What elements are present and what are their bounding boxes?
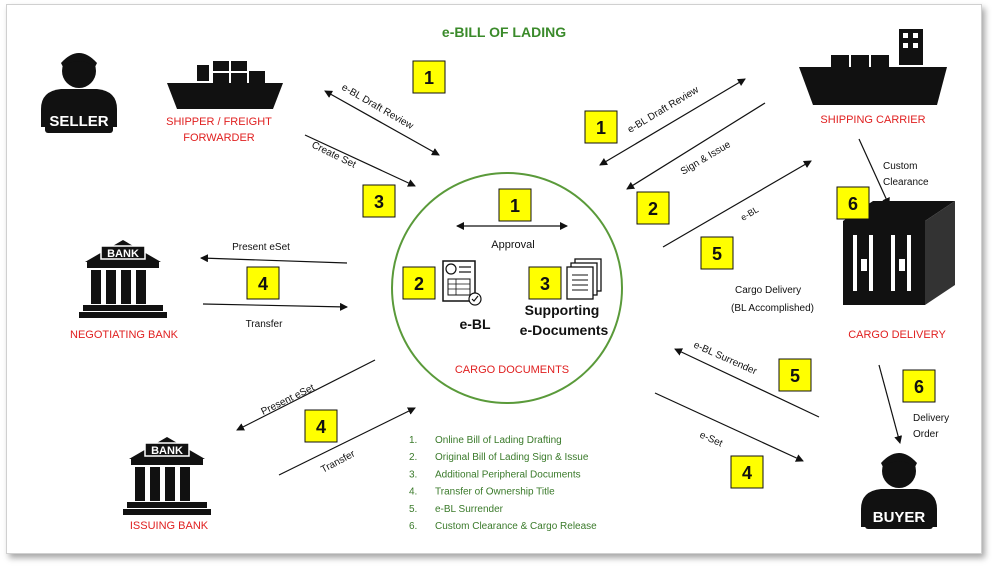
documents-stack-icon xyxy=(566,258,602,300)
approval-label: Approval xyxy=(491,239,534,251)
ebl-label: e-BL xyxy=(459,316,491,332)
step-badges: 1 3 1 2 3 1 2 5 6 4 4 5 4 6 xyxy=(246,60,936,489)
step-badge-b2-right: 2 xyxy=(636,191,670,225)
seller-label: SELLER xyxy=(49,113,108,130)
negotiating-bank-label: NEGOTIATING BANK xyxy=(70,329,179,341)
step-badge-number: 2 xyxy=(648,199,658,219)
legend-item-number: 2. xyxy=(409,452,417,463)
step-badge-b1-right: 1 xyxy=(584,110,618,144)
arrow-custom-clearance xyxy=(858,138,890,206)
flow-sign-issue: Sign & Issue xyxy=(679,139,733,178)
step-badge-number: 1 xyxy=(510,196,520,216)
step-badge-b6-delivery: 6 xyxy=(902,369,936,403)
step-badge-number: 6 xyxy=(914,377,924,397)
arrow-sign-issue xyxy=(626,102,766,190)
arrow-create-set xyxy=(304,134,416,187)
diagram-title: e-BILL OF LADING xyxy=(442,24,566,40)
legend-item-text: Transfer of Ownership Title xyxy=(435,487,555,498)
issuing-bank-sign: BANK xyxy=(151,445,183,457)
flow-transfer-neg: Transfer xyxy=(246,319,284,330)
flow-present-eset-neg: Present eSet xyxy=(232,242,290,253)
container-icon xyxy=(843,201,955,305)
arrow-draft-review-left xyxy=(324,90,440,156)
step-badge-number: 5 xyxy=(712,244,722,264)
buyer-label: BUYER xyxy=(873,509,926,526)
step-badge-number: 1 xyxy=(596,118,606,138)
arrow-eset xyxy=(654,392,804,462)
supporting-label-line1: Supporting xyxy=(525,302,600,318)
step-badge-b6-custom: 6 xyxy=(836,186,870,220)
arrow-present-eset-iss xyxy=(236,359,376,431)
arrow-transfer-neg xyxy=(202,302,348,311)
ebl-diagram: e-BILL OF LADING SELLER SHIPPER / FREIGH… xyxy=(41,24,955,532)
seller-label-box xyxy=(45,109,113,133)
step-badge-b3-center: 3 xyxy=(528,266,562,300)
document-icon xyxy=(442,260,482,306)
legend-item-number: 3. xyxy=(409,469,417,480)
step-badge-number: 3 xyxy=(540,274,550,294)
step-badge-b3-left: 3 xyxy=(362,184,396,218)
flow-delivery-order-2: Order xyxy=(913,429,939,440)
shipping-carrier-ship-icon xyxy=(799,29,947,105)
cargo-ship-icon xyxy=(167,61,283,109)
carrier-label: SHIPPING CARRIER xyxy=(820,114,925,126)
flow-cargo-delivery-1: Cargo Delivery xyxy=(735,285,801,296)
step-badge-number: 4 xyxy=(742,463,752,483)
legend-list: 1. Online Bill of Lading Drafting 2. Origin… xyxy=(409,435,597,532)
step-badge-b1-center: 1 xyxy=(498,188,532,222)
arrow-ebl-surrender xyxy=(674,348,820,418)
step-badge-number: 6 xyxy=(848,194,858,214)
legend-item-text: Original Bill of Lading Sign & Issue xyxy=(435,452,589,463)
step-badge-b4-neg: 4 xyxy=(246,266,280,300)
step-badge-number: 2 xyxy=(414,274,424,294)
step-badge-b2-center: 2 xyxy=(402,266,436,300)
arrow-transfer-iss xyxy=(278,407,416,476)
flow-ebl-surrender: e-BL Surrender xyxy=(692,340,759,378)
legend-item-number: 4. xyxy=(409,487,417,498)
legend-item-number: 1. xyxy=(409,435,417,446)
cargo-documents-label: CARGO DOCUMENTS xyxy=(455,364,569,376)
flow-delivery-order-1: Delivery xyxy=(913,413,949,424)
flow-custom-clearance-2: Clearance xyxy=(883,177,929,188)
arrow-delivery-order xyxy=(878,364,903,444)
issuing-bank-label: ISSUING BANK xyxy=(130,520,209,532)
negotiating-bank-sign: BANK xyxy=(107,248,139,260)
arrow-present-eset-neg xyxy=(200,254,348,264)
cargo-delivery-label: CARGO DELIVERY xyxy=(848,329,946,341)
buyer-label-box xyxy=(865,505,933,529)
flow-ebl: e-BL xyxy=(739,204,760,222)
flow-cargo-delivery-2: (BL Accomplished) xyxy=(731,303,814,314)
step-badge-b5-surrender: 5 xyxy=(778,358,812,392)
step-badge-number: 4 xyxy=(316,417,326,437)
legend-item-text: Custom Clearance & Cargo Release xyxy=(435,521,597,532)
flow-custom-clearance-1: Custom xyxy=(883,161,917,172)
supporting-label-line2: e-Documents xyxy=(520,322,609,338)
step-badge-number: 3 xyxy=(374,192,384,212)
shipper-label-line1: SHIPPER / FREIGHT xyxy=(166,116,272,128)
legend-item-text: Additional Peripheral Documents xyxy=(435,469,581,480)
flow-draft-review-left: e-BL Draft Review xyxy=(340,82,416,132)
arrow-ebl xyxy=(662,160,812,248)
step-badge-number: 5 xyxy=(790,366,800,386)
legend-item-number: 5. xyxy=(409,504,417,515)
legend-item-number: 6. xyxy=(409,521,417,532)
legend-item-text: e-BL Surrender xyxy=(435,504,504,515)
step-badge-b4-buyer: 4 xyxy=(730,455,764,489)
step-badge-b4-iss: 4 xyxy=(304,409,338,443)
flow-eset: e-Set xyxy=(698,430,725,450)
shipper-label-line2: FORWARDER xyxy=(183,132,255,144)
cargo-documents-circle xyxy=(391,172,623,404)
step-badge-number: 4 xyxy=(258,274,268,294)
step-badge-number: 1 xyxy=(424,68,434,88)
legend-item-text: Online Bill of Lading Drafting xyxy=(435,435,562,446)
arrow-draft-review-right xyxy=(599,78,746,166)
flow-create-set: Create Set xyxy=(310,140,358,171)
diagram-frame: e-BILL OF LADING SELLER SHIPPER / FREIGH… xyxy=(6,4,982,554)
step-badge-b5-ebl: 5 xyxy=(700,236,734,270)
step-badge-b1-left: 1 xyxy=(412,60,446,94)
